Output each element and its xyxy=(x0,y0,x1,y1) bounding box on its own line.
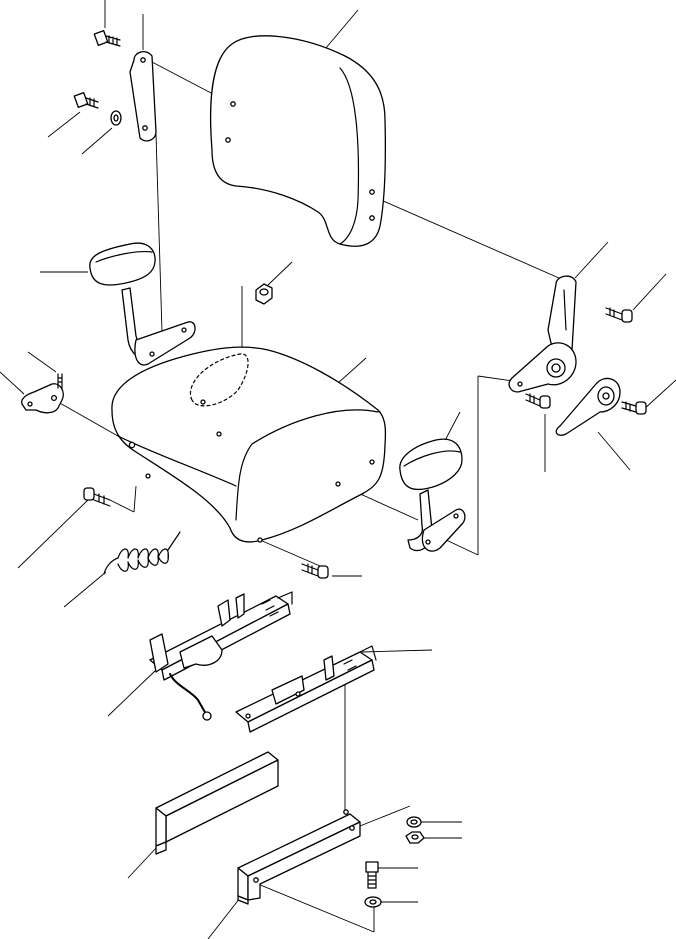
bolt-icon xyxy=(365,861,379,889)
spring xyxy=(103,531,181,575)
bolt-icon xyxy=(83,487,111,507)
recline-knob xyxy=(555,377,621,436)
armrest-right xyxy=(399,438,466,552)
mounting-bracket-front xyxy=(237,809,361,905)
hinge-bracket-left xyxy=(129,50,157,142)
washer-icon xyxy=(406,816,422,828)
nut-icon xyxy=(255,283,273,305)
hinge-bracket-right xyxy=(508,275,577,393)
bolt-icon xyxy=(621,401,647,415)
mounting-bracket-rear xyxy=(155,751,279,855)
nut-icon xyxy=(405,831,425,844)
bolt-icon xyxy=(605,307,633,323)
washer-icon xyxy=(364,896,382,908)
backrest xyxy=(210,35,386,247)
slide-rail-left xyxy=(149,591,293,721)
slide-rail-right xyxy=(235,645,377,733)
seat-cushion xyxy=(111,346,387,543)
latch-plate xyxy=(21,373,64,414)
bolt-icon xyxy=(525,393,551,409)
bolt-icon xyxy=(93,30,121,47)
armrest-left xyxy=(89,242,196,366)
washer-icon xyxy=(110,110,122,126)
bolt-icon xyxy=(73,92,99,109)
bolt-icon xyxy=(301,563,329,579)
